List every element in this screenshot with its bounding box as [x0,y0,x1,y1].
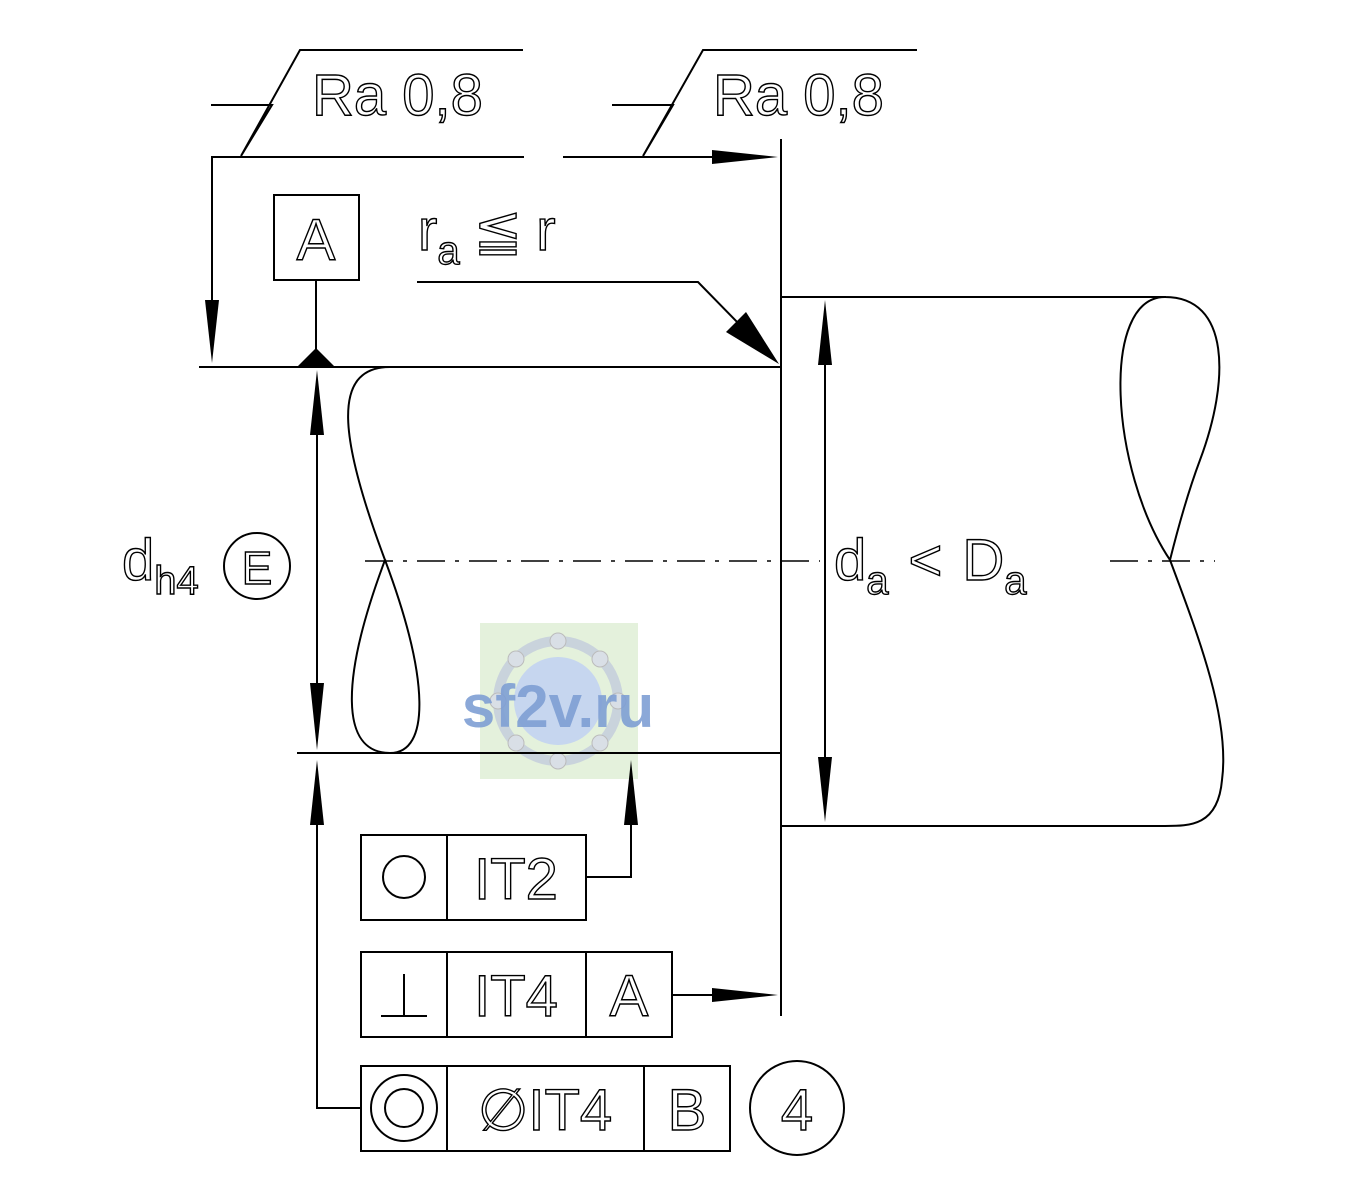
dh4-arrow-up [310,370,324,435]
note-circle-icon [749,1060,845,1156]
conc-leader [316,824,362,1109]
datum-a: A [273,194,360,366]
conc-arrow [310,760,324,825]
dimension-dh4: dh4 E [121,370,324,750]
da-d: d [834,528,866,593]
watermark: sf2v.ru [462,623,654,779]
conc-tolerance: ∅IT4 [478,1078,612,1143]
perp-symbol-cell [360,951,448,1038]
fillet-arrow [726,312,779,364]
conc-tolerance-cell [446,1065,645,1152]
conc-datum: B [668,1078,707,1143]
da-arrow-up [818,300,832,365]
da-D: D [962,528,1004,593]
shaft [199,139,782,1016]
housing-break-bottom [1163,558,1225,828]
envelope-circle-icon [223,532,291,600]
roundness-leader [585,824,632,878]
finish-arrow-down [205,300,219,363]
perpendicularity-frame: IT4 A [360,951,778,1038]
perpendicular-icon [381,974,427,1017]
datum-a-label: A [297,208,336,273]
da-D-sub: a [1004,559,1027,603]
watermark-bearing-core [514,657,602,745]
housing [780,295,1225,828]
da-arrow-down [818,757,832,822]
fillet-sub: a [437,229,460,273]
fillet-leader [417,281,742,327]
perp-datum-cell [585,951,673,1038]
datum-a-triangle-icon [298,348,334,366]
concentric-icon [370,1074,438,1142]
dh4-arrow-down [310,683,324,750]
fillet-r: r [418,198,437,263]
svg-text:ra≦r: ra≦r [418,198,556,273]
surface-finish-right: Ra 0,8 [612,49,917,157]
dh4-main: d [122,528,154,593]
circle-icon [382,855,426,899]
datum-a-box [273,194,360,281]
dimension-da: da<Da [818,300,1028,822]
concentricity-frame: ∅IT4 B 4 [310,760,845,1156]
fillet-rhs: r [536,198,555,263]
dh4-sub: h4 [154,559,199,603]
fillet-op: ≦ [474,198,523,263]
roundness-symbol-cell [360,834,448,921]
fillet-callout: ra≦r [417,197,779,364]
finish-arrow-right [712,150,778,164]
watermark-text: sf2v.ru [462,673,654,740]
perp-tolerance: IT4 [474,964,558,1029]
svg-text:dh4: dh4 [122,528,199,603]
surface-finish-left-label: Ra 0,8 [312,63,483,128]
surface-finish-right-label: Ra 0,8 [713,63,884,128]
perp-datum: A [610,964,649,1029]
surface-finish-left: Ra 0,8 [211,49,523,157]
conc-datum-cell [643,1065,731,1152]
perp-arrow [712,988,778,1002]
conc-note: 4 [781,1078,813,1143]
da-op: < [909,528,943,593]
envelope-label: E [242,542,273,594]
da-d-sub: a [866,559,889,603]
shaft-break-left [347,365,421,755]
conc-symbol-cell [360,1065,448,1152]
roundness-arrow [624,760,638,825]
svg-text:da<Da: da<Da [834,528,1027,603]
roundness-tolerance: IT2 [474,847,558,912]
roundness-frame: IT2 [360,760,638,921]
housing-break-top [1119,295,1221,563]
watermark-balls [489,632,627,770]
roundness-tolerance-cell [446,834,587,921]
